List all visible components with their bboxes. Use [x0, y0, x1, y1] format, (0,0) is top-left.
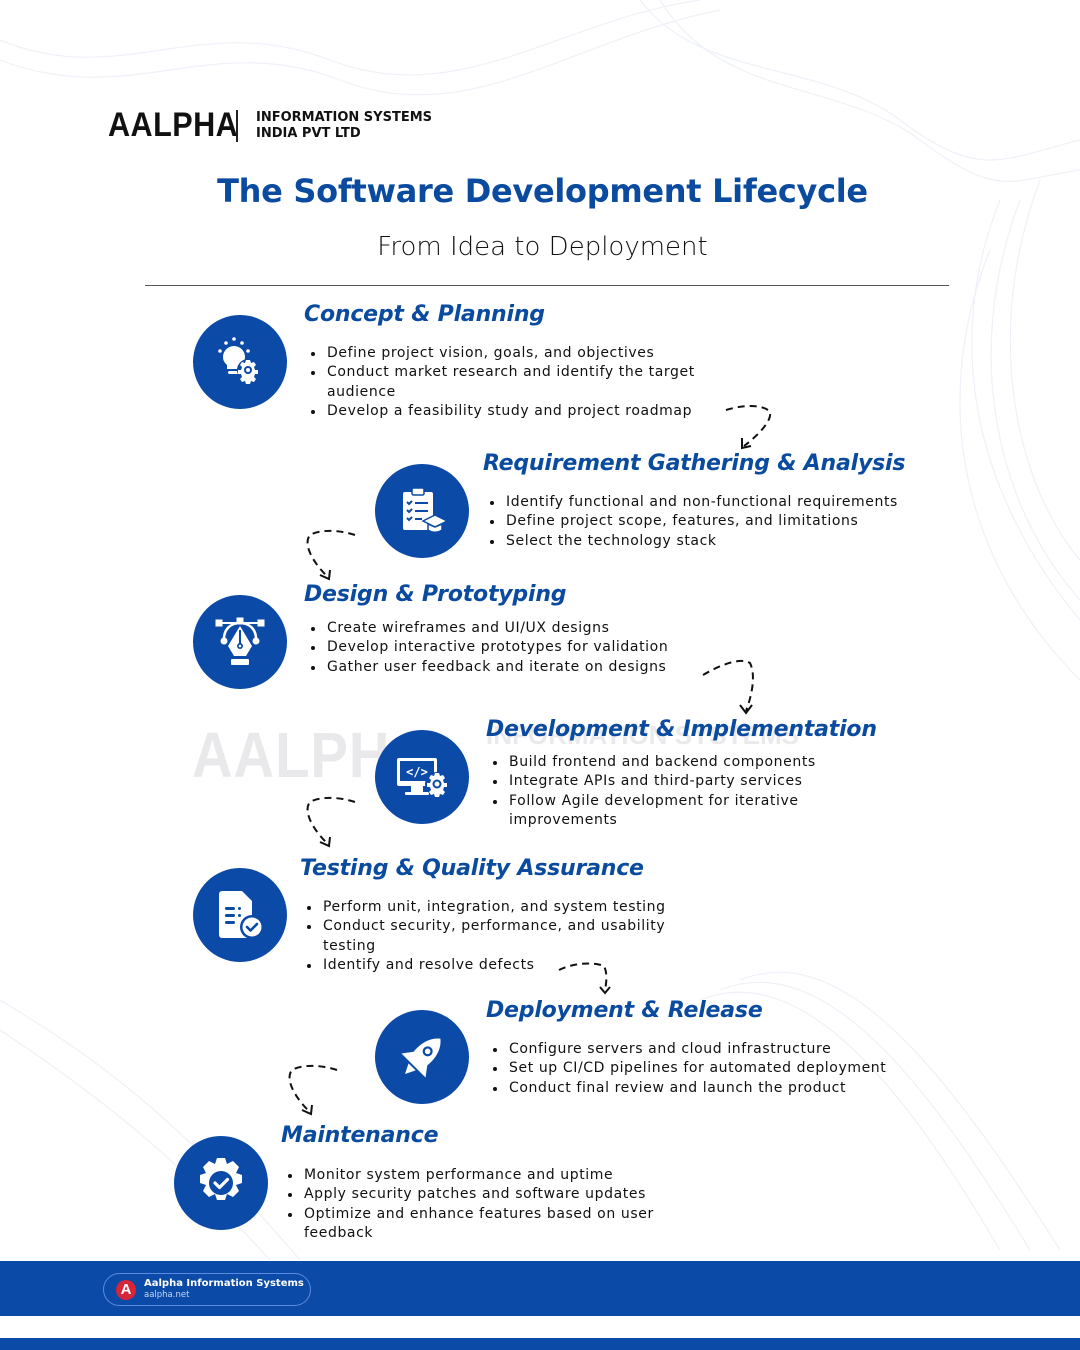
- bullet-item: Create wireframes and UI/UX designs: [307, 619, 727, 638]
- bullet-item: Build frontend and backend components: [489, 753, 859, 772]
- step-icon-circle: </>: [375, 730, 469, 824]
- bullet-item: Develop interactive prototypes for valid…: [307, 638, 727, 657]
- footer-brand-link[interactable]: A Aalpha Information Systems aalpha.net: [103, 1273, 311, 1306]
- bullet-item: Gather user feedback and iterate on desi…: [307, 658, 727, 677]
- footer-text: Aalpha Information Systems aalpha.net: [144, 1278, 304, 1301]
- step-bullet-list: Configure servers and cloud infrastructu…: [489, 1040, 889, 1098]
- step-bullet-list: Identify functional and non-functional r…: [486, 493, 906, 551]
- bullet-item: Develop a feasibility study and project …: [307, 402, 727, 421]
- step-title: Design & Prototyping: [304, 582, 567, 607]
- dashed-arrow-6: [288, 1064, 338, 1116]
- footer-company-name: Aalpha Information Systems: [144, 1278, 304, 1289]
- page-title: The Software Development Lifecycle: [217, 172, 868, 210]
- step-bullet-list: Build frontend and backend components In…: [489, 753, 859, 830]
- step-title: Requirement Gathering & Analysis: [483, 451, 906, 476]
- logo-subtitle: INFORMATION SYSTEMS INDIA PVT LTD: [256, 110, 432, 142]
- logo-sub-line2: INDIA PVT LTD: [256, 125, 361, 141]
- lightbulb-gear-icon: [218, 337, 259, 384]
- bullet-item: Perform unit, integration, and system te…: [303, 898, 703, 917]
- step-icon-circle: [193, 595, 287, 689]
- bullet-item: Set up CI/CD pipelines for automated dep…: [489, 1059, 889, 1078]
- step-title: Concept & Planning: [304, 302, 545, 327]
- bullet-item: Configure servers and cloud infrastructu…: [489, 1040, 889, 1059]
- dashed-arrow-5: [558, 962, 611, 995]
- dashed-arrow-2: [306, 529, 356, 581]
- header-divider: [145, 285, 949, 286]
- bullet-item: Identify and resolve defects: [303, 956, 703, 975]
- step-bullet-list: Define project vision, goals, and object…: [307, 344, 727, 421]
- page-subtitle: From Idea to Deployment: [377, 232, 708, 262]
- company-logo: AALPHA INFORMATION SYSTEMS INDIA PVT LTD: [108, 106, 432, 145]
- bullet-item: Optimize and enhance features based on u…: [284, 1205, 694, 1244]
- bullet-item: Select the technology stack: [486, 532, 906, 551]
- bullet-item: Monitor system performance and uptime: [284, 1166, 694, 1185]
- bullet-item: Conduct security, performance, and usabi…: [303, 917, 703, 956]
- step-bullet-list: Monitor system performance and uptime Ap…: [284, 1166, 694, 1243]
- step-icon-circle: [375, 1010, 469, 1104]
- step-title: Maintenance: [281, 1123, 439, 1148]
- document-check-icon: [219, 891, 264, 939]
- gear-check-icon: [200, 1158, 242, 1200]
- svg-text:</>: </>: [406, 765, 428, 779]
- watermark-subtext: INFORMATION SYSTEMS: [486, 720, 799, 750]
- pen-tool-bezier-icon: [215, 617, 265, 665]
- bullet-item: Follow Agile development for iterative i…: [489, 792, 859, 831]
- step-bullet-list: Perform unit, integration, and system te…: [303, 898, 703, 975]
- bullet-item: Define project vision, goals, and object…: [307, 344, 727, 363]
- logo-divider: [236, 109, 238, 142]
- step-bullet-list: Create wireframes and UI/UX designs Deve…: [307, 619, 727, 677]
- bottom-band: [0, 1338, 1080, 1350]
- step-title: Testing & Quality Assurance: [300, 856, 644, 881]
- bullet-item: Conduct market research and identify the…: [307, 363, 727, 402]
- bullet-item: Define project scope, features, and limi…: [486, 512, 906, 531]
- footer-band: [0, 1261, 1080, 1316]
- monitor-code-gear-icon: </>: [397, 758, 449, 797]
- rocket-icon: [401, 1038, 441, 1078]
- footer-url[interactable]: aalpha.net: [144, 1290, 190, 1300]
- dashed-arrow-3: [702, 659, 754, 715]
- bullet-item: Conduct final review and launch the prod…: [489, 1079, 889, 1098]
- dashed-arrow-1: [725, 405, 772, 450]
- step-icon-circle: [375, 464, 469, 558]
- step-icon-circle: [193, 315, 287, 409]
- step-icon-circle: [174, 1136, 268, 1230]
- dashed-arrow-4: [306, 796, 356, 848]
- logo-wordmark: AALPHA: [108, 106, 239, 144]
- step-icon-circle: [193, 868, 287, 962]
- step-title: Deployment & Release: [486, 998, 763, 1023]
- aalpha-logo-icon: A: [116, 1279, 136, 1300]
- bullet-item: Integrate APIs and third-party services: [489, 772, 859, 791]
- clipboard-graduation-cap-icon: [403, 487, 449, 533]
- bullet-item: Apply security patches and software upda…: [284, 1185, 694, 1204]
- logo-sub-line1: INFORMATION SYSTEMS: [256, 109, 432, 125]
- bullet-item: Identify functional and non-functional r…: [486, 493, 906, 512]
- step-title: Development & Implementation: [486, 717, 877, 742]
